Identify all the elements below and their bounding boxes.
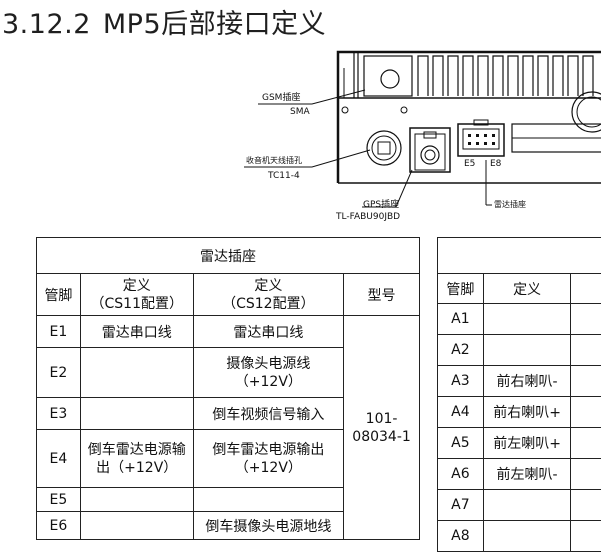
pin-cell: E5 — [37, 488, 81, 512]
gsm-label: GSM插座 — [262, 90, 300, 103]
table-row: A1 — [438, 304, 601, 335]
cs12-cell — [193, 488, 344, 512]
pin-e5-label: E5 — [464, 159, 475, 169]
header-def-cs12: 定义 （CS12配置） — [193, 274, 344, 316]
pin-cell: A7 — [438, 490, 484, 521]
def-cell — [483, 335, 570, 366]
cs12-cell: 倒车摄像头电源地线 — [193, 512, 344, 540]
pin-cell: E1 — [37, 316, 81, 348]
cs11-cell — [80, 398, 193, 430]
table-title-cell — [438, 238, 601, 274]
radio-antenna-label: 收音机天线插孔 — [246, 155, 302, 166]
table-title: 雷达插座 — [37, 238, 420, 274]
pin-cell: A1 — [438, 304, 484, 335]
cs12-cell: 倒车视频信号输入 — [193, 398, 344, 430]
header-def: 定义 — [483, 274, 570, 304]
header-pin: 管脚 — [438, 274, 484, 304]
radio-antenna-type: TC11-4 — [268, 171, 300, 181]
radar-socket-label: 雷达插座 — [494, 199, 526, 210]
def-cell: 前左喇叭+ — [483, 428, 570, 459]
def-cell: 前右喇叭- — [483, 366, 570, 397]
cs11-cell — [80, 488, 193, 512]
table-row: A2 — [438, 335, 601, 366]
pin-cell: E4 — [37, 430, 81, 488]
cs11-cell — [80, 348, 193, 398]
radar-socket-table: 雷达插座 管脚 定义 （CS11配置） 定义 （CS12配置） 型号 E1 雷达… — [36, 237, 420, 540]
cs12-cell: 摄像头电源线 （+12V） — [193, 348, 344, 398]
gsm-type: SMA — [290, 107, 310, 117]
gps-type: TL-FABU90JBD — [336, 212, 400, 222]
pin-cell: E6 — [37, 512, 81, 540]
pin-cell: E2 — [37, 348, 81, 398]
rear-interface-diagram: GSM插座 SMA 收音机天线插孔 TC11-4 GPS插座 TL-FABU90… — [0, 40, 601, 232]
section-number: 3.12.2 — [2, 9, 91, 40]
table-row: A7 — [438, 490, 601, 521]
gps-label: GPS插座 — [363, 197, 399, 210]
cs12-cell: 雷达串口线 — [193, 316, 344, 348]
table-row: A8 — [438, 521, 601, 552]
section-title: MP5后部接口定义 — [103, 9, 326, 40]
header-model: 型号 — [344, 274, 420, 316]
pin-e8-label: E8 — [490, 159, 501, 169]
def-cell — [483, 304, 570, 335]
pin-cell: A4 — [438, 397, 484, 428]
cs11-cell: 倒车雷达电源输 出（+12V） — [80, 430, 193, 488]
header-def-cs11: 定义 （CS11配置） — [80, 274, 193, 316]
def-cell: 前右喇叭+ — [483, 397, 570, 428]
pin-cell: A3 — [438, 366, 484, 397]
header-pin: 管脚 — [37, 274, 81, 316]
def-cell — [483, 521, 570, 552]
pin-cell: E3 — [37, 398, 81, 430]
section-heading: 3.12.2 MP5后部接口定义 — [2, 2, 326, 41]
cs11-cell — [80, 512, 193, 540]
cs12-cell: 倒车雷达电源输出 （+12V） — [193, 430, 344, 488]
pin-cell: A5 — [438, 428, 484, 459]
pin-cell: A6 — [438, 459, 484, 490]
def-cell — [483, 490, 570, 521]
pin-cell: A8 — [438, 521, 484, 552]
def-cell: 前左喇叭- — [483, 459, 570, 490]
table-row: E1 雷达串口线 雷达串口线 101- 08034-1 — [37, 316, 420, 348]
cs11-cell: 雷达串口线 — [80, 316, 193, 348]
pin-cell: A2 — [438, 335, 484, 366]
model-cell: 101- 08034-1 — [344, 316, 420, 540]
header-extra — [571, 274, 601, 304]
